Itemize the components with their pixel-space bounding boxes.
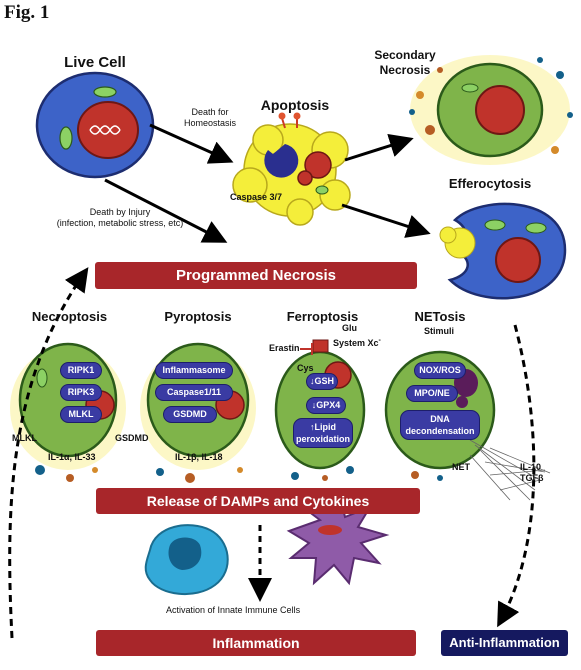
live-cell-icon (35, 71, 155, 179)
gpx4-pill: ↓GPX4 (306, 397, 346, 414)
mlkl-pill: MLKL (60, 406, 102, 423)
dashed-arrow-anti (497, 324, 536, 628)
mlkl-label: MLKL (12, 433, 37, 443)
apoptotic-cell-icon (232, 112, 351, 226)
damp-particles (35, 465, 443, 483)
programmed-necrosis-banner: Programmed Necrosis (95, 262, 417, 289)
arrow-injury (104, 178, 228, 243)
apoptosis-label: Apoptosis (260, 97, 330, 113)
system-xc-label: System Xc- (333, 337, 381, 348)
necroptosis-title: Necroptosis (31, 309, 108, 324)
efferocytosis-cell-icon (439, 202, 567, 300)
live-cell-label: Live Cell (64, 54, 126, 71)
dashed-arrow-loop (8, 267, 89, 639)
cys-label: Cys (297, 363, 314, 373)
erastin-label: Erastin (269, 343, 300, 353)
activation-label: Activation of Innate Immune Cells (166, 605, 301, 615)
netosis-title: NETosis (414, 309, 466, 324)
pyroptosis-cytokines: IL-1β, IL-18 (175, 452, 223, 462)
caspase-label: Caspase 3/7 (230, 192, 283, 202)
gsdmd-pill: GSDMD (163, 406, 217, 423)
net-label: NET (452, 462, 470, 472)
pyroptosis-title: Pyroptosis (164, 309, 232, 324)
arrow-secondary (344, 134, 414, 162)
figure-label: Fig. 1 (4, 2, 50, 23)
dna-decondensation-pill: DNA decondensation (400, 410, 480, 440)
inflammasome-pill: Inflammasome (155, 362, 233, 379)
gsdmd-label: GSDMD (115, 433, 149, 443)
secondary-necrosis-label: Secondary Necrosis (374, 48, 436, 77)
il10-tgfb-label: IL-10 TGFβ (520, 462, 544, 483)
ripk3-pill: RIPK3 (60, 384, 102, 401)
secondary-necrosis-cell-icon (409, 55, 573, 165)
lipid-peroxidation-pill: ↑Lipid peroxidation (293, 418, 353, 448)
nox-ros-pill: NOX/ROS (414, 362, 466, 379)
arrow-efferocytosis (341, 203, 431, 238)
ferroptosis-title: Ferroptosis (286, 309, 359, 324)
arrow-homeostasis (149, 123, 234, 164)
gsh-pill: ↓GSH (306, 373, 338, 390)
necroptosis-cytokines: IL-1α, IL-33 (48, 452, 96, 462)
anti-inflammation-banner: Anti-Inflammation (441, 630, 568, 656)
death-homeostasis-label: Death for Homeostasis (183, 107, 237, 128)
caspase1-pill: Caspase1/11 (155, 384, 233, 401)
macrophage-icon (144, 524, 229, 596)
inflammation-banner: Inflammation (96, 630, 416, 656)
efferocytosis-label: Efferocytosis (448, 176, 532, 191)
mpo-ne-pill: MPO/NE (406, 385, 458, 402)
stimuli-label: Stimuli (424, 326, 455, 336)
release-damps-banner: Release of DAMPs and Cytokines (96, 488, 420, 514)
ripk1-pill: RIPK1 (60, 362, 102, 379)
death-injury-label: Death by Injury (infection, metabolic st… (56, 207, 184, 228)
glu-label: Glu (342, 323, 357, 333)
